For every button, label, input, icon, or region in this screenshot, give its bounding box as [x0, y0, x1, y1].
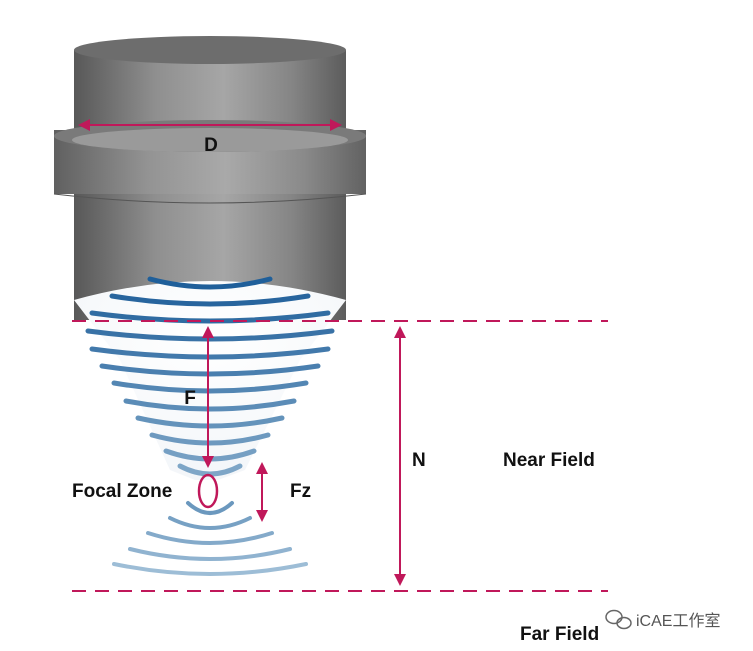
wave-arc	[112, 562, 308, 576]
near-field-distance-label: N	[412, 450, 426, 471]
beam-cone	[74, 281, 346, 480]
wave-arc	[186, 501, 234, 515]
far-field-label: Far Field	[520, 624, 599, 645]
wave-arc	[89, 346, 331, 360]
transducer-top-face	[74, 36, 346, 64]
wave-arc	[109, 293, 311, 307]
sound-waves	[85, 276, 335, 576]
wave-arc	[128, 547, 292, 561]
focal-length-arrow	[202, 326, 214, 468]
wechat-icon	[605, 609, 632, 630]
transducer-collar-inner	[72, 128, 348, 152]
wave-arc	[168, 516, 252, 530]
wave-arc	[99, 363, 321, 377]
watermark: iCAE工作室	[605, 609, 720, 630]
focal-zone-label: Focal Zone	[72, 481, 172, 502]
wave-arc	[147, 276, 273, 290]
wave-arc	[146, 531, 274, 545]
transducer-collar-bottom-edge	[53, 193, 367, 204]
focal-zone-length-arrow	[256, 462, 268, 522]
wave-arc	[123, 398, 297, 412]
watermark-text: iCAE工作室	[636, 612, 720, 630]
wave-arc	[111, 380, 309, 394]
focal-zone-ellipse	[197, 473, 219, 509]
wave-arc	[135, 415, 285, 429]
wave-arc	[149, 432, 271, 446]
wave-arc	[85, 328, 335, 342]
diameter-arrow	[78, 119, 342, 131]
wave-arc	[177, 463, 243, 477]
focal-zone-length-label: Fz	[290, 481, 311, 502]
transducer	[53, 36, 367, 320]
focal-length-label: F	[184, 388, 196, 409]
diameter-label: D	[204, 135, 218, 156]
near-field-distance-arrow	[394, 326, 406, 586]
near-field-label: Near Field	[503, 450, 595, 471]
